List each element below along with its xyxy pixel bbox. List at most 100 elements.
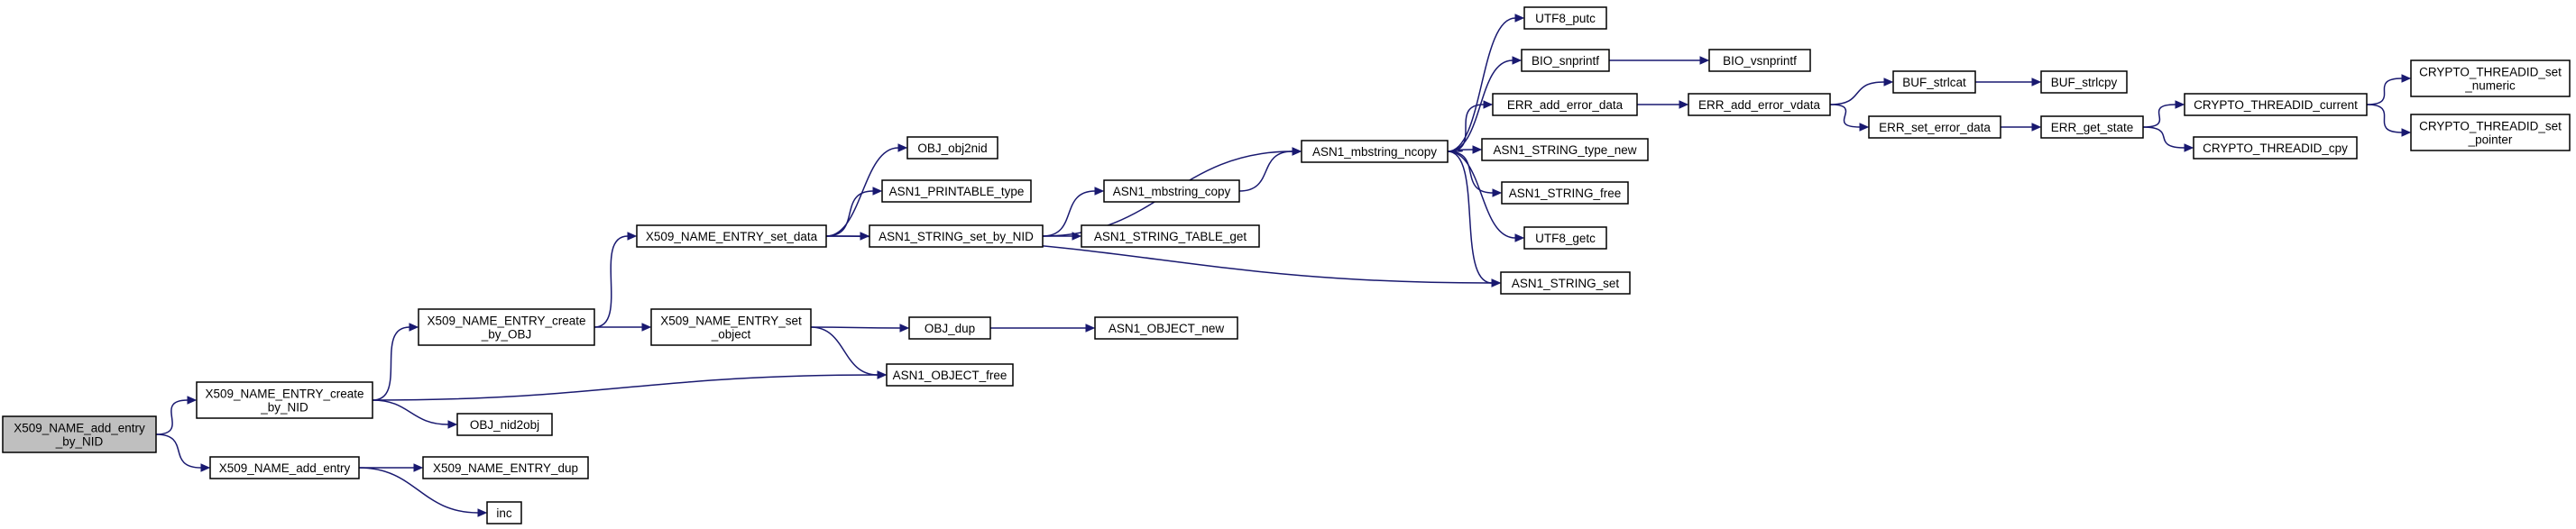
call-edge-set_data-to-obj2nid bbox=[825, 143, 908, 237]
node-box bbox=[1094, 316, 1238, 340]
call-edge-add_entry-to-inc bbox=[358, 467, 488, 517]
function-node-string_table_get[interactable]: ASN1_STRING_TABLE_get bbox=[1081, 224, 1260, 248]
function-node-create_by_obj[interactable]: X509_NAME_ENTRY_create_by_OBJ bbox=[418, 308, 595, 346]
call-edge-string_set_by_nid-to-mbstring_copy bbox=[1042, 187, 1105, 237]
function-node-bio_vsnprintf[interactable]: BIO_vsnprintf bbox=[1708, 49, 1811, 72]
edge-line bbox=[810, 326, 879, 376]
node-label: _by_OBJ bbox=[481, 328, 532, 342]
node-label: BUF_strlcat bbox=[1902, 76, 1966, 89]
node-box bbox=[1501, 181, 1629, 205]
function-node-utf8_putc[interactable]: UTF8_putc bbox=[1523, 6, 1607, 30]
arrowhead-icon bbox=[409, 323, 419, 332]
node-label: ERR_add_error_data bbox=[1507, 98, 1624, 112]
edge-line bbox=[2366, 104, 2403, 133]
function-node-err_get_state[interactable]: ERR_get_state bbox=[2040, 115, 2144, 139]
call-edge-err_get_state-to-threadid_current bbox=[2142, 100, 2185, 128]
arrowhead-icon bbox=[2031, 123, 2042, 132]
node-box bbox=[881, 179, 1032, 203]
call-edge-create_by_obj-to-set_data bbox=[593, 232, 638, 328]
arrowhead-icon bbox=[1514, 233, 1525, 242]
edge-line bbox=[358, 467, 479, 514]
function-node-mbstring_ncopy[interactable]: ASN1_mbstring_ncopy bbox=[1301, 140, 1449, 163]
function-node-entry_dup[interactable]: X509_NAME_ENTRY_dup bbox=[422, 456, 589, 479]
call-edge-mbstring_ncopy-to-string_free bbox=[1447, 150, 1503, 197]
function-node-buf_strlcat[interactable]: BUF_strlcat bbox=[1892, 70, 1976, 94]
arrowhead-icon bbox=[2401, 74, 2412, 83]
function-node-mbstring_copy[interactable]: ASN1_mbstring_copy bbox=[1103, 179, 1240, 203]
arrowhead-icon bbox=[200, 463, 211, 472]
function-node-string_set_by_nid[interactable]: ASN1_STRING_set_by_NID bbox=[869, 224, 1044, 248]
function-node-set_object[interactable]: X509_NAME_ENTRY_set_object bbox=[650, 308, 812, 346]
node-label: CRYPTO_THREADID_cpy bbox=[2203, 141, 2348, 155]
call-graph-edges bbox=[155, 14, 2412, 517]
node-label: BUF_strlcpy bbox=[2051, 76, 2118, 89]
arrowhead-icon bbox=[1472, 145, 1483, 154]
node-label: X509_NAME_add_entry bbox=[219, 461, 351, 475]
function-node-err_set_error_data[interactable]: ERR_set_error_data bbox=[1868, 115, 2001, 139]
node-label: ASN1_PRINTABLE_type bbox=[889, 185, 1025, 198]
node-box bbox=[422, 456, 589, 479]
node-box bbox=[1492, 93, 1638, 116]
edge-line bbox=[1238, 150, 1293, 192]
node-label: ASN1_OBJECT_new bbox=[1109, 322, 1225, 335]
edge-line bbox=[825, 147, 899, 237]
function-node-obj2nid[interactable]: OBJ_obj2nid bbox=[906, 136, 998, 160]
node-label: X509_NAME_ENTRY_create bbox=[205, 388, 363, 401]
node-box bbox=[456, 413, 553, 436]
node-box bbox=[1481, 138, 1649, 161]
arrowhead-icon bbox=[627, 232, 638, 241]
function-node-root[interactable]: X509_NAME_add_entry_by_NID bbox=[2, 415, 157, 453]
node-label: CRYPTO_THREADID_set bbox=[2419, 120, 2562, 133]
arrowhead-icon bbox=[477, 508, 488, 517]
node-box bbox=[636, 224, 827, 248]
arrowhead-icon bbox=[2175, 100, 2185, 109]
edge-line bbox=[2142, 104, 2176, 128]
function-node-obj_nid2obj[interactable]: OBJ_nid2obj bbox=[456, 413, 553, 436]
function-node-err_add_error_vdata[interactable]: ERR_add_error_vdata bbox=[1688, 93, 1831, 116]
function-node-inc[interactable]: inc bbox=[486, 501, 522, 524]
arrowhead-icon bbox=[1883, 78, 1894, 87]
node-box bbox=[1688, 93, 1831, 116]
function-node-string_set[interactable]: ASN1_STRING_set bbox=[1500, 271, 1631, 295]
function-node-buf_strlcpy[interactable]: BUF_strlcpy bbox=[2040, 70, 2128, 94]
function-node-threadid_set_numeric[interactable]: CRYPTO_THREADID_set_numeric bbox=[2410, 59, 2571, 97]
function-node-threadid_set_pointer[interactable]: CRYPTO_THREADID_set_pointer bbox=[2410, 114, 2571, 151]
edge-line bbox=[1447, 150, 1494, 194]
node-label: ASN1_STRING_set bbox=[1512, 277, 1620, 290]
function-node-obj_dup[interactable]: OBJ_dup bbox=[908, 316, 991, 340]
function-node-threadid_cpy[interactable]: CRYPTO_THREADID_cpy bbox=[2193, 136, 2358, 160]
node-box bbox=[486, 501, 522, 524]
function-node-err_add_error_data[interactable]: ERR_add_error_data bbox=[1492, 93, 1638, 116]
function-node-create_by_nid[interactable]: X509_NAME_ENTRY_create_by_NID bbox=[196, 381, 373, 419]
node-box bbox=[2040, 70, 2128, 94]
node-box bbox=[2040, 115, 2144, 139]
edge-line bbox=[593, 235, 629, 328]
edge-line bbox=[1447, 17, 1516, 152]
arrowhead-icon bbox=[447, 420, 458, 429]
call-edge-mbstring_ncopy-to-err_add_error_data bbox=[1447, 100, 1494, 152]
function-node-utf8_getc[interactable]: UTF8_getc bbox=[1523, 226, 1607, 250]
arrowhead-icon bbox=[1859, 123, 1870, 132]
function-node-set_data[interactable]: X509_NAME_ENTRY_set_data bbox=[636, 224, 827, 248]
node-label: _object bbox=[711, 328, 751, 342]
edge-line bbox=[1829, 104, 1861, 128]
function-node-object_new[interactable]: ASN1_OBJECT_new bbox=[1094, 316, 1238, 340]
node-label: _by_NID bbox=[260, 401, 308, 415]
call-edge-buf_strlcat-to-buf_strlcpy bbox=[1975, 78, 2042, 87]
function-node-bio_snprintf[interactable]: BIO_snprintf bbox=[1521, 49, 1610, 72]
function-node-string_free[interactable]: ASN1_STRING_free bbox=[1501, 181, 1629, 205]
function-node-threadid_current[interactable]: CRYPTO_THREADID_current bbox=[2184, 93, 2368, 116]
function-node-object_free[interactable]: ASN1_OBJECT_free bbox=[886, 363, 1014, 387]
function-node-printable_type[interactable]: ASN1_PRINTABLE_type bbox=[881, 179, 1032, 203]
node-box bbox=[1892, 70, 1976, 94]
arrowhead-icon bbox=[187, 396, 198, 405]
function-node-add_entry[interactable]: X509_NAME_add_entry bbox=[209, 456, 360, 479]
call-edge-root-to-add_entry bbox=[155, 433, 211, 472]
node-label: CRYPTO_THREADID_set bbox=[2419, 66, 2562, 79]
edge-line bbox=[1042, 190, 1096, 237]
node-label: X509_NAME_ENTRY_dup bbox=[433, 461, 578, 475]
node-label: X509_NAME_ENTRY_create bbox=[427, 315, 585, 328]
function-node-string_type_new[interactable]: ASN1_STRING_type_new bbox=[1481, 138, 1649, 161]
call-edge-mbstring_copy-to-mbstring_ncopy bbox=[1238, 147, 1302, 192]
